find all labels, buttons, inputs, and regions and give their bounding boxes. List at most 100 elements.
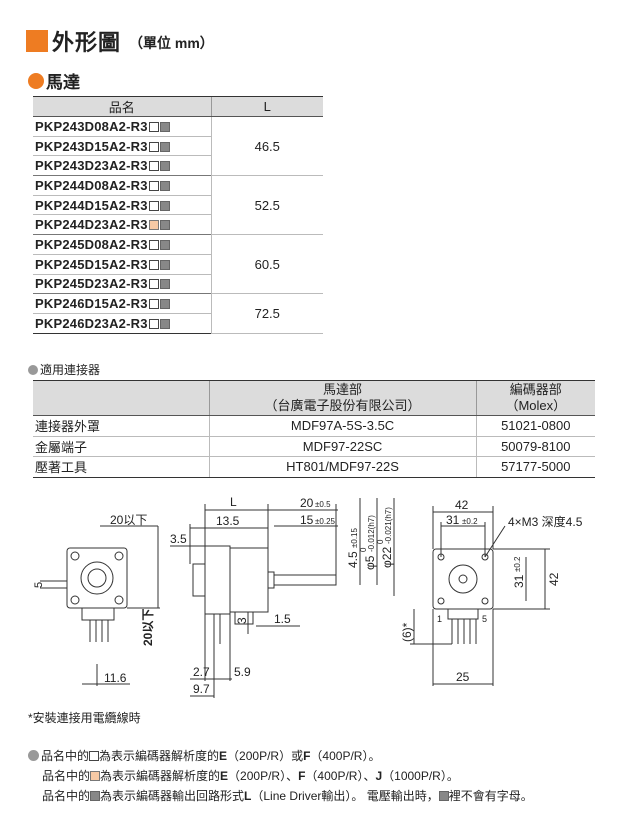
dim-3-5: 3.5 — [170, 532, 187, 546]
connector-section-label: 適用連接器 — [40, 363, 101, 377]
motor-name-cell: PKP244D15A2-R3 — [33, 195, 211, 216]
motor-name: PKP246D15A2-R3 — [35, 296, 148, 312]
cable-note: *安裝連接用電纜線時 — [28, 711, 141, 725]
side-encoder-body — [204, 545, 231, 615]
conn-row-label: 連接器外罩 — [33, 415, 209, 437]
dim-15-tol: ±0.25 — [315, 517, 336, 526]
mount-hole-icon — [481, 597, 489, 605]
dim-11-6: 11.6 — [104, 671, 127, 685]
motor-back-shaft — [458, 574, 468, 584]
gray-bullet-icon — [28, 750, 39, 761]
option-box-icon — [159, 180, 170, 191]
connector-table: 馬達部 （台廣電子股份有限公司） 編碼器部 （Molex） 連接器外罩 MDF9… — [33, 380, 595, 478]
side-shaft — [273, 574, 337, 586]
footnote-2: 品名中的為表示編碼器解析度的E（200P/R）、F（400P/R）、J（1000… — [42, 769, 459, 783]
dim-6: (6)* — [400, 622, 414, 642]
side-boss — [267, 571, 275, 589]
option-box-icon — [148, 220, 159, 231]
dim-20: 20 — [300, 496, 314, 510]
mount-hole-icon — [70, 595, 80, 605]
pin-label-1: 1 — [437, 614, 442, 624]
back-connector — [447, 608, 479, 620]
table-row: PKP243D23A2-R3 — [33, 155, 323, 177]
motor-name-cell: PKP244D08A2-R3 — [33, 175, 211, 196]
gray-box-icon — [90, 791, 101, 801]
motor-l-value: 72.5 — [210, 293, 323, 334]
title-text: 外形圖 — [52, 30, 122, 55]
motor-section-heading: 馬達 — [28, 68, 80, 93]
dim-20max-vertical: 20以下 — [141, 609, 155, 646]
conn-row-motor: MDF97-22SC — [208, 436, 477, 457]
dim-m3-depth: 4×M3 深度4.5 — [508, 514, 583, 529]
motor-name: PKP243D23A2-R3 — [35, 158, 148, 174]
motor-front-shaft — [87, 568, 107, 588]
conn-col-encoder-sub: （Molex） — [505, 398, 567, 413]
footnote-1: 品名中的為表示編碼器解析度的E（200P/R）或F（400P/R）。 — [28, 746, 533, 766]
dim-20-tol: ±0.5 — [315, 500, 331, 509]
table-row: PKP246D23A2-R3 — [33, 313, 323, 334]
option-box-icon — [159, 220, 170, 231]
dim-4-5: 4.5 — [346, 551, 360, 568]
dim-phi22: φ22 — [380, 547, 394, 568]
dim-9-7: 9.7 — [193, 682, 210, 696]
conn-col-motor-title: 馬達部 — [323, 382, 363, 397]
motor-name-cell: PKP245D08A2-R3 — [33, 234, 211, 255]
gray-box-icon — [438, 791, 449, 801]
option-box-icon — [148, 259, 159, 270]
conn-col-encoder: 編碼器部 （Molex） — [475, 380, 595, 416]
motor-name-cell: PKP246D23A2-R3 — [33, 313, 211, 334]
dim-20max: 20以下 — [110, 513, 147, 527]
motor-name-cell: PKP246D15A2-R3 — [33, 293, 211, 314]
option-box-icon — [148, 121, 159, 132]
orange-square-icon — [26, 30, 48, 52]
dim-31-top: 31 — [446, 513, 460, 527]
connector-section-heading: 適用連接器 — [28, 361, 100, 378]
dim-13-5: 13.5 — [216, 514, 240, 528]
motor-name: PKP245D15A2-R3 — [35, 256, 148, 272]
table-row: 連接器外罩 MDF97A-5S-3.5C 51021-0800 — [33, 415, 595, 437]
dim-42-side: 42 — [547, 572, 561, 586]
option-box-icon — [148, 161, 159, 172]
dim-5-9: 5.9 — [234, 665, 251, 679]
dim-5: 5 — [33, 582, 45, 588]
motor-back-boss — [448, 564, 478, 594]
motor-front-boss — [80, 561, 114, 595]
table-row: PKP243D15A2-R3 — [33, 136, 323, 157]
table-row: PKP245D15A2-R3 — [33, 254, 323, 275]
motor-name: PKP243D15A2-R3 — [35, 138, 148, 154]
dim-phi22-tol: -0.021(h7) — [384, 507, 393, 544]
motor-front-flange — [66, 547, 128, 609]
motor-name-cell: PKP243D23A2-R3 — [33, 155, 211, 177]
dim-3: 3 — [235, 617, 249, 624]
motor-name: PKP244D23A2-R3 — [35, 217, 148, 233]
dim-phi5-tol: -0.012(h7) — [367, 515, 376, 552]
option-box-icon — [148, 180, 159, 191]
mount-hole-icon — [70, 551, 80, 561]
motor-name: PKP246D23A2-R3 — [35, 315, 148, 331]
side-connector — [234, 611, 254, 625]
motor-name: PKP244D08A2-R3 — [35, 177, 148, 193]
option-box-icon — [159, 141, 170, 152]
title-unit: （單位 mm） — [129, 35, 214, 51]
conn-col-empty — [33, 380, 209, 416]
conn-row-label: 壓著工具 — [33, 456, 209, 478]
conn-col-motor-sub: （台廣電子股份有限公司） — [264, 398, 421, 413]
dim-1-5: 1.5 — [274, 612, 291, 626]
option-box-icon — [159, 318, 170, 329]
table-row: PKP244D15A2-R3 — [33, 195, 323, 216]
page-title: 外形圖 （單位 mm） — [26, 26, 214, 56]
dimension-drawing: 20以下 5 20以下 11.6 L 13.5 3.5 20 ±0.5 15 ±… — [33, 495, 583, 698]
dim-31-side-tol: ±0.2 — [513, 556, 522, 572]
dim-2-7: 2.7 — [193, 665, 210, 679]
motor-name-cell: PKP244D23A2-R3 — [33, 214, 211, 236]
conn-row-label: 金屬端子 — [33, 436, 209, 457]
option-box-icon — [159, 121, 170, 132]
mount-hole-icon — [437, 597, 445, 605]
option-box-icon — [159, 299, 170, 310]
footnote-3: 品名中的為表示編碼器輸出回路形式L（Line Driver輸出）。 電壓輸出時，… — [42, 789, 533, 803]
gray-bullet-icon — [28, 364, 38, 375]
mount-hole-icon — [114, 551, 124, 561]
motor-name-cell: PKP243D15A2-R3 — [33, 136, 211, 157]
